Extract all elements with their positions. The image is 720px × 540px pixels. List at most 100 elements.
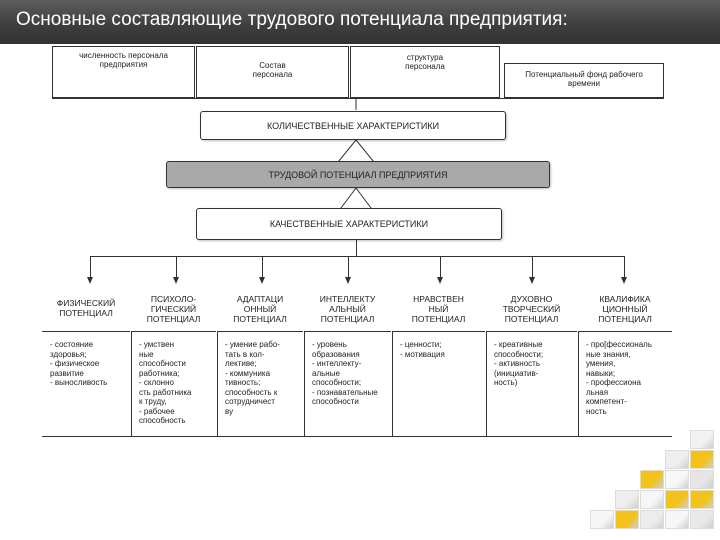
column-head-line: ПОТЕНЦИАЛ <box>59 308 113 318</box>
decorative-cube <box>590 510 614 529</box>
box-work-time-fund: Потенциальный фонд рабочего времени <box>504 63 664 98</box>
column-item: - коммуника <box>225 368 271 378</box>
column-separator-4 <box>392 332 393 436</box>
qual-connector <box>356 240 357 256</box>
column-head-line: ПСИХОЛО- <box>150 294 197 304</box>
arrow-line-2 <box>262 256 263 277</box>
arrow-line-1 <box>176 256 177 277</box>
column-item: ность <box>586 406 607 416</box>
column-items-4: - ценности;- мотивация <box>400 340 481 359</box>
arrow-head-6 <box>621 277 627 284</box>
arrow-line-6 <box>624 256 625 277</box>
column-separator-3 <box>304 332 305 436</box>
decorative-cube <box>690 430 714 449</box>
box-staff-structure-line1: структура <box>406 53 444 62</box>
column-item: ность) <box>494 378 518 387</box>
decorative-cube <box>615 490 639 509</box>
column-item: тивность; <box>225 378 261 387</box>
arrow-head-4 <box>437 277 443 284</box>
column-head-line: ДУХОВНО <box>510 294 553 304</box>
box-staff-count-line1: численность персонала <box>79 51 168 60</box>
column-item: сотрудничест <box>225 397 275 406</box>
arrow-line-5 <box>532 256 533 277</box>
decorative-cube <box>690 490 714 509</box>
column-head-line: ОННЫЙ <box>243 304 277 314</box>
column-item: - рабочее <box>139 406 175 416</box>
box-staff-count: численность персонала предприятия <box>52 46 195 98</box>
column-item: к труду, <box>139 397 167 406</box>
column-head-line: ПОТЕНЦИАЛ <box>320 314 375 324</box>
arrow-line-3 <box>348 256 349 277</box>
arrow-head-5 <box>529 277 535 284</box>
column-head-line: ГИЧЕСКИЙ <box>150 304 197 314</box>
column-item: способности; <box>312 378 362 387</box>
decorative-cube <box>665 490 689 509</box>
column-head-line: ПОТЕНЦИАЛ <box>233 314 287 324</box>
column-head-line: ПОТЕНЦИАЛ <box>411 314 466 324</box>
column-item: ву <box>225 406 234 416</box>
column-item: тать в кол- <box>225 349 265 359</box>
column-separator-5 <box>486 332 487 436</box>
decorative-cube <box>615 510 639 529</box>
column-item: - склонно <box>139 378 174 387</box>
column-head-line: НРАВСТВЕН <box>413 294 464 304</box>
column-head-line: ИНТЕЛЛЕКТУ <box>319 294 376 304</box>
decorative-cube <box>665 450 689 469</box>
column-item: (инициатив- <box>494 368 539 378</box>
arrow-head-3 <box>345 277 351 284</box>
column-items-2: - умение рабо-тать в кол-лективе;- комму… <box>225 340 299 416</box>
column-head-line: ЦИОННЫЙ <box>602 304 648 314</box>
title-bar: Основные составляющие трудового потенциа… <box>0 0 720 44</box>
column-item: способность <box>139 416 186 425</box>
box-staff-count-line2: предприятия <box>99 60 148 69</box>
arrow-head-1 <box>173 277 179 284</box>
top-connector <box>52 98 664 99</box>
column-item: способности; <box>494 349 544 359</box>
column-item: способность к <box>225 387 278 397</box>
column-item: развитие <box>50 368 84 378</box>
column-item: способности <box>312 397 359 406</box>
column-item: лективе; <box>225 359 257 368</box>
column-head-line: ПОТЕНЦИАЛ <box>598 314 652 324</box>
column-item: работника; <box>139 368 180 378</box>
band-quantitative: КОЛИЧЕСТВЕННЫЕ ХАРАКТЕРИСТИКИ <box>200 111 506 140</box>
bottom-rule <box>42 436 672 437</box>
column-head-line: КВАЛИФИКА <box>599 294 651 304</box>
box-staff-composition-line2: персонала <box>252 70 293 79</box>
column-item: компетент- <box>586 397 627 406</box>
column-item: - выносливость <box>50 378 108 387</box>
column-separator-6 <box>578 332 579 436</box>
band-labor-potential: ТРУДОВОЙ ПОТЕНЦИАЛ ПРЕДПРИЯТИЯ <box>166 161 550 188</box>
column-item: - интеллекту- <box>312 359 362 368</box>
column-item: сть работника <box>139 387 192 397</box>
box-staff-structure-line2: персонала <box>405 62 445 71</box>
column-head-line: НЫЙ <box>428 304 449 314</box>
column-separator-1 <box>131 332 132 436</box>
column-item: ные <box>139 349 154 359</box>
arrow-head-0 <box>87 277 93 284</box>
box-staff-composition-line1: Состав <box>259 61 286 70</box>
column-item: альные <box>312 368 340 378</box>
column-item: - уровень <box>312 340 347 349</box>
column-head-line: ПОТЕНЦИАЛ <box>504 314 559 324</box>
decorative-cube <box>690 510 714 529</box>
column-item: навыки; <box>586 368 616 378</box>
column-item: - состояние <box>50 340 94 349</box>
column-head-line: АЛЬНЫЙ <box>329 304 366 314</box>
column-item: - ценности; <box>400 340 442 349</box>
decorative-cube <box>640 510 664 529</box>
box-work-time-fund-line2: времени <box>568 79 600 88</box>
column-item: - мотивация <box>400 349 445 359</box>
decorative-cube <box>665 510 689 529</box>
column-head-line: ПОТЕНЦИАЛ <box>146 314 201 324</box>
column-item: - креативные <box>494 340 543 349</box>
band-qualitative: КАЧЕСТВЕННЫЕ ХАРАКТЕРИСТИКИ <box>196 208 502 240</box>
